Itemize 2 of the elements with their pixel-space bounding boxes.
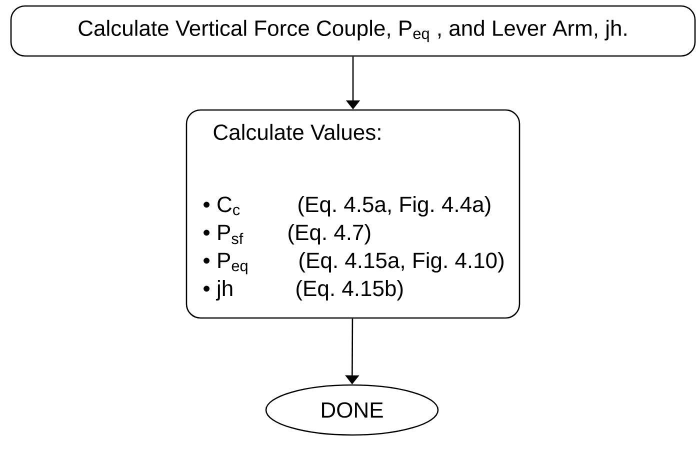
process-box: Calculate Values: • C$_{c}$ (Eq. 4.5a, Fig. 4.4a) • P$_{sf}$ (Eq. 4.7) • P$_{eq}$ (Eq. 4.15a, Fig. 4.10) • jh (Eq. 4.15b) <box>186 109 520 319</box>
process-box: Calculate Vertical Force Couple, P$_{eq}$ , and Lever Arm, jh. <box>10 5 696 57</box>
